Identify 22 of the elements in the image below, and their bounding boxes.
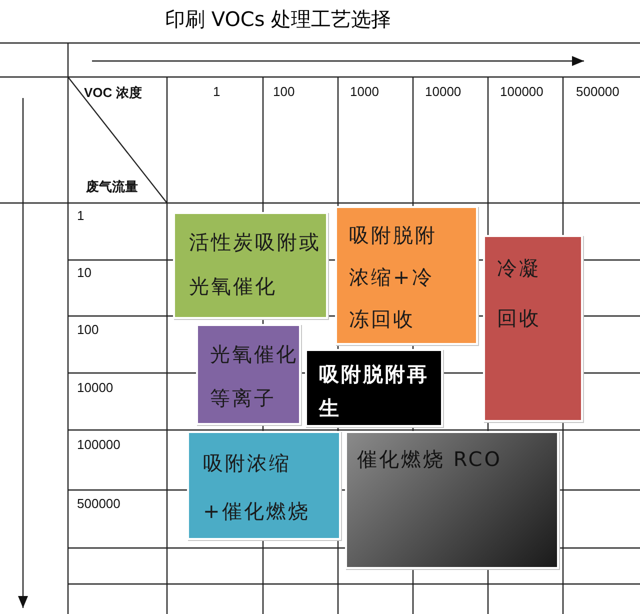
column-value: 1 <box>213 84 220 99</box>
column-value: 100000 <box>500 84 544 99</box>
column-value: 100 <box>273 84 295 99</box>
process-box: 冷凝回收 <box>483 235 583 422</box>
column-heading: VOC 浓度 <box>84 84 142 102</box>
process-box: 光氧催化等离子 <box>196 324 301 425</box>
process-box: 吸附脱附浓缩+冷冻回收 <box>335 206 478 345</box>
process-box: 催化燃烧 RCO <box>345 431 559 569</box>
column-value: 1000 <box>350 84 379 99</box>
row-value: 10 <box>77 265 92 280</box>
row-value: 10000 <box>77 380 114 395</box>
process-box: 吸附浓缩+催化燃烧 <box>187 431 341 540</box>
column-value: 10000 <box>425 84 462 99</box>
column-value: 500000 <box>576 84 620 99</box>
row-value: 100 <box>77 322 99 337</box>
row-value: 1 <box>77 208 84 223</box>
title: 印刷 VOCs 处理工艺选择 <box>165 6 392 33</box>
row-heading: 废气流量 <box>86 178 138 196</box>
row-value: 500000 <box>77 496 120 511</box>
process-box: 活性炭吸附或光氧催化 <box>173 212 328 319</box>
row-value: 100000 <box>77 437 120 452</box>
process-box: 吸附脱附再生 <box>305 349 443 427</box>
